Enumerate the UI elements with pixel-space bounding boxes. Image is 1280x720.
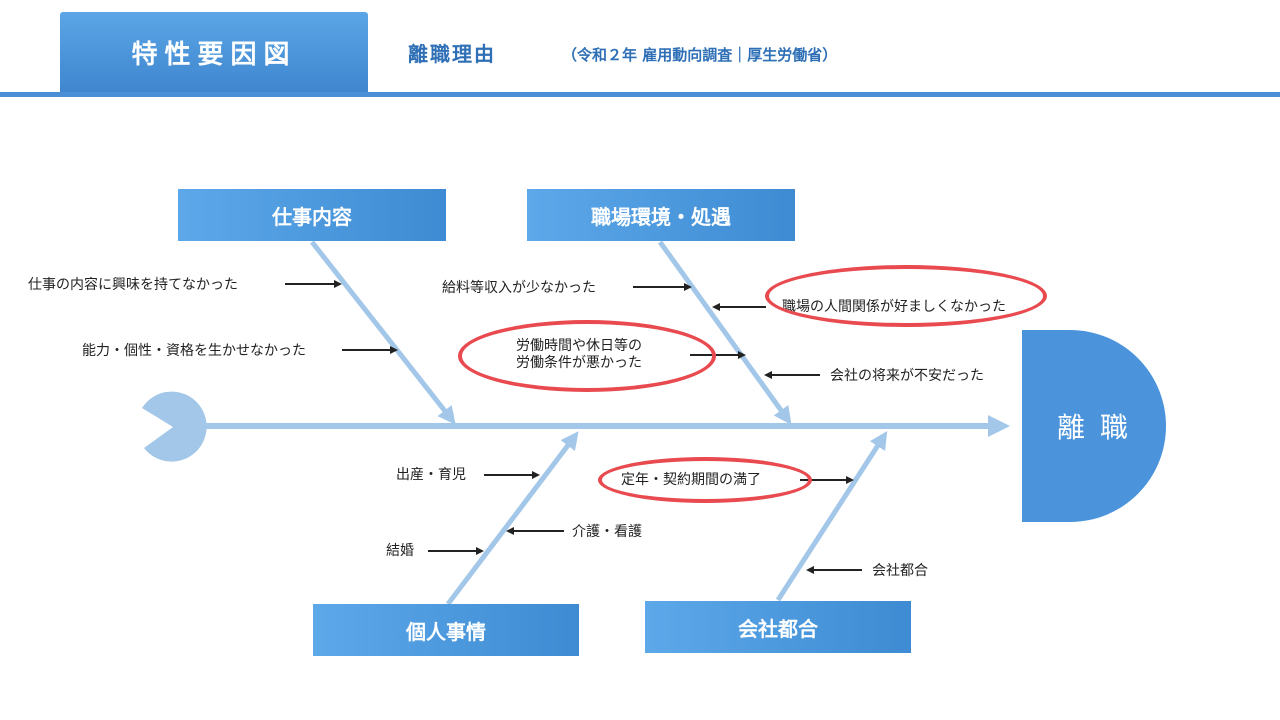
cause-marriage: 結婚 — [386, 543, 414, 559]
cause-future: 会社の将来が不安だった — [830, 368, 984, 384]
highlight-relations — [765, 265, 1047, 327]
header-tab: 特性要因図 — [60, 12, 368, 92]
category-work-content: 仕事内容 — [178, 189, 446, 241]
cause-work-ability: 能力・個性・資格を生かせなかった — [82, 343, 306, 359]
header-divider — [0, 92, 1280, 97]
highlight-conditions — [458, 320, 716, 392]
branch-bottom-right — [775, 430, 888, 602]
fish-tail — [142, 391, 207, 462]
branch-top-right — [657, 240, 792, 425]
page-title: 離職理由 — [408, 42, 496, 66]
page-subtitle: （令和２年 雇用動向調査｜厚生労働省） — [562, 46, 838, 64]
category-personal: 個人事情 — [313, 604, 579, 656]
cause-work-interest: 仕事の内容に興味を持てなかった — [28, 277, 238, 293]
category-workplace: 職場環境・処遇 — [527, 189, 795, 241]
highlight-retirement — [598, 457, 812, 503]
branch-top-left — [310, 240, 456, 425]
branch-bottom-left — [446, 431, 579, 606]
cause-salary: 給料等収入が少なかった — [442, 280, 596, 296]
effect-head: 離 職 — [1022, 330, 1166, 522]
cause-care: 介護・看護 — [572, 524, 642, 540]
cause-company: 会社都合 — [872, 563, 928, 579]
cause-birth: 出産・育児 — [396, 467, 466, 483]
category-company: 会社都合 — [645, 601, 911, 653]
